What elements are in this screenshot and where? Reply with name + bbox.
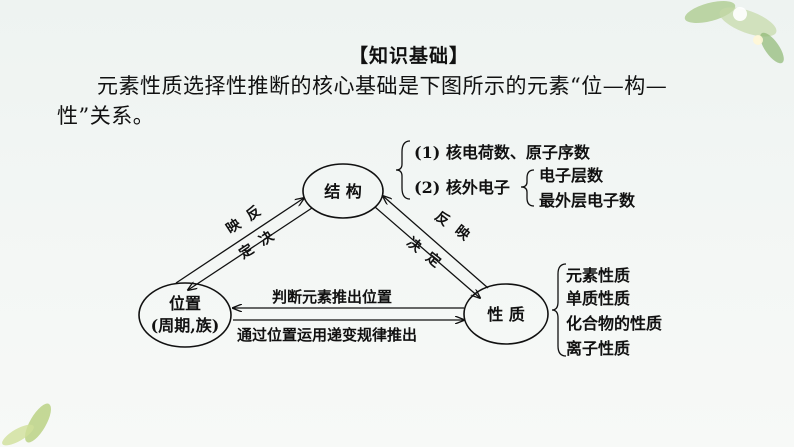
- property-node: [463, 283, 549, 345]
- property-detail-item3: 化合物的性质: [566, 314, 662, 333]
- structure-detail-item2: (2) 核外电子: [414, 178, 510, 197]
- intro-paragraph-line2: 性”关系。: [57, 104, 155, 128]
- right-arrow-down: [374, 206, 480, 298]
- left-arrow-down: [188, 207, 313, 290]
- top-right-leaf-decoration: [684, 1, 784, 64]
- property-detail-item4: 离子性质: [566, 339, 630, 358]
- structure-detail-item1: (1) 核电荷数、原子序数: [414, 143, 591, 162]
- property-detail-item1: 元素性质: [566, 266, 630, 285]
- property-node-label: 性 质: [487, 305, 525, 324]
- left-arrow-up: [175, 198, 304, 284]
- left-edge-label-ding: 定: [236, 240, 257, 262]
- structure-brace: [395, 140, 411, 200]
- property-brace: [551, 263, 567, 357]
- position-node: [138, 282, 232, 348]
- top-arrow-label: 判断元素推出位置: [272, 288, 392, 306]
- structure-node: [302, 163, 384, 219]
- right-arrow-up: [383, 196, 489, 289]
- electron-sub-item1: 电子层数: [539, 166, 604, 185]
- position-node-label-line2: (周期,族): [151, 316, 220, 335]
- bottom-arrow-label: 通过位置运用递变规律推出: [237, 326, 417, 344]
- right-edge-label-jue: 决: [404, 234, 426, 257]
- right-edge-label-fan: 反: [432, 208, 453, 230]
- bottom-left-leaf-decoration: [2, 403, 51, 446]
- left-edge-label-fan: 反: [243, 202, 264, 224]
- intro-paragraph-line1: 元素性质选择性推断的核心基础是下图所示的元素“位—构—: [97, 74, 668, 98]
- left-edge-label-ying: 映: [223, 216, 244, 238]
- position-node-label-line1: 位置: [169, 294, 201, 313]
- left-edge-label-jue: 决: [256, 227, 278, 249]
- structure-node-label: 结 构: [323, 182, 362, 201]
- electron-sub-item2: 最外层电子数: [539, 191, 636, 210]
- section-heading: 【知识基础】: [349, 45, 470, 67]
- electron-brace: [520, 169, 535, 207]
- property-detail-item2: 单质性质: [566, 289, 630, 308]
- right-edge-label-ding: 定: [423, 249, 444, 271]
- right-edge-label-ying: 映: [452, 223, 474, 245]
